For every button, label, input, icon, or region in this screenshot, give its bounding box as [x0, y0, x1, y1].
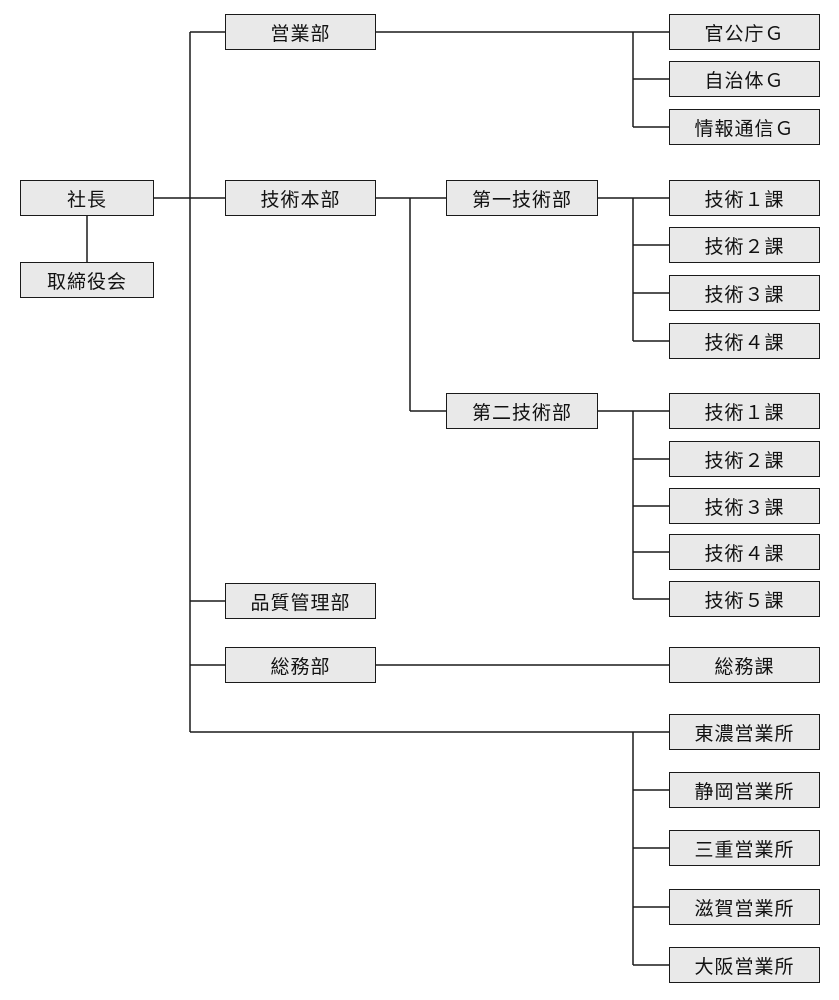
dept-engineering-hq: 技術本部 [225, 180, 376, 216]
board-label: 取締役会 [46, 270, 127, 293]
office-label: 静岡営業所 [694, 780, 795, 803]
dept-sales-label: 営業部 [270, 22, 331, 45]
dept-quality: 品質管理部 [225, 583, 376, 619]
unit-label: 技術３課 [704, 283, 785, 306]
unit-label: 総務課 [714, 655, 775, 678]
division-2nd-engineering: 第二技術部 [446, 393, 598, 429]
office-label: 三重営業所 [694, 838, 795, 861]
unit-eng1-0: 技術１課 [669, 180, 820, 216]
board-box: 取締役会 [20, 262, 154, 298]
dept-quality-label: 品質管理部 [250, 591, 351, 614]
unit-eng1-1: 技術２課 [669, 227, 820, 263]
president-label: 社長 [66, 188, 107, 211]
unit-eng1-3: 技術４課 [669, 323, 820, 359]
unit-eng2-1: 技術２課 [669, 441, 820, 477]
unit-label: 技術３課 [704, 496, 785, 519]
president-box: 社長 [20, 180, 154, 216]
unit-eng2-4: 技術５課 [669, 581, 820, 617]
unit-label: 技術４課 [704, 542, 785, 565]
dept-sales: 営業部 [225, 14, 376, 50]
division-2nd-engineering-label: 第二技術部 [471, 401, 572, 424]
unit-sales-0: 官公庁Ｇ [669, 14, 820, 50]
dept-general-affairs-label: 総務部 [270, 655, 331, 678]
unit-eng1-2: 技術３課 [669, 275, 820, 311]
unit-label: 官公庁Ｇ [704, 22, 785, 45]
unit-label: 技術１課 [704, 188, 785, 211]
office-label: 東濃営業所 [694, 722, 795, 745]
dept-engineering-hq-label: 技術本部 [260, 188, 341, 211]
unit-sales-1: 自治体Ｇ [669, 61, 820, 97]
division-1st-engineering-label: 第一技術部 [471, 188, 572, 211]
office-label: 大阪営業所 [694, 955, 795, 978]
unit-sales-2: 情報通信Ｇ [669, 109, 820, 145]
office-3: 滋賀営業所 [669, 889, 820, 925]
office-4: 大阪営業所 [669, 947, 820, 983]
office-label: 滋賀営業所 [694, 897, 795, 920]
division-1st-engineering: 第一技術部 [446, 180, 598, 216]
unit-eng2-3: 技術４課 [669, 534, 820, 570]
unit-general-affairs-0: 総務課 [669, 647, 820, 683]
unit-label: 技術４課 [704, 331, 785, 354]
dept-general-affairs: 総務部 [225, 647, 376, 683]
unit-label: 技術２課 [704, 449, 785, 472]
unit-label: 情報通信Ｇ [694, 117, 795, 140]
unit-label: 技術５課 [704, 589, 785, 612]
office-1: 静岡営業所 [669, 772, 820, 808]
unit-label: 自治体Ｇ [704, 69, 785, 92]
office-2: 三重営業所 [669, 830, 820, 866]
unit-label: 技術１課 [704, 401, 785, 424]
unit-label: 技術２課 [704, 235, 785, 258]
office-0: 東濃営業所 [669, 714, 820, 750]
unit-eng2-2: 技術３課 [669, 488, 820, 524]
unit-eng2-0: 技術１課 [669, 393, 820, 429]
